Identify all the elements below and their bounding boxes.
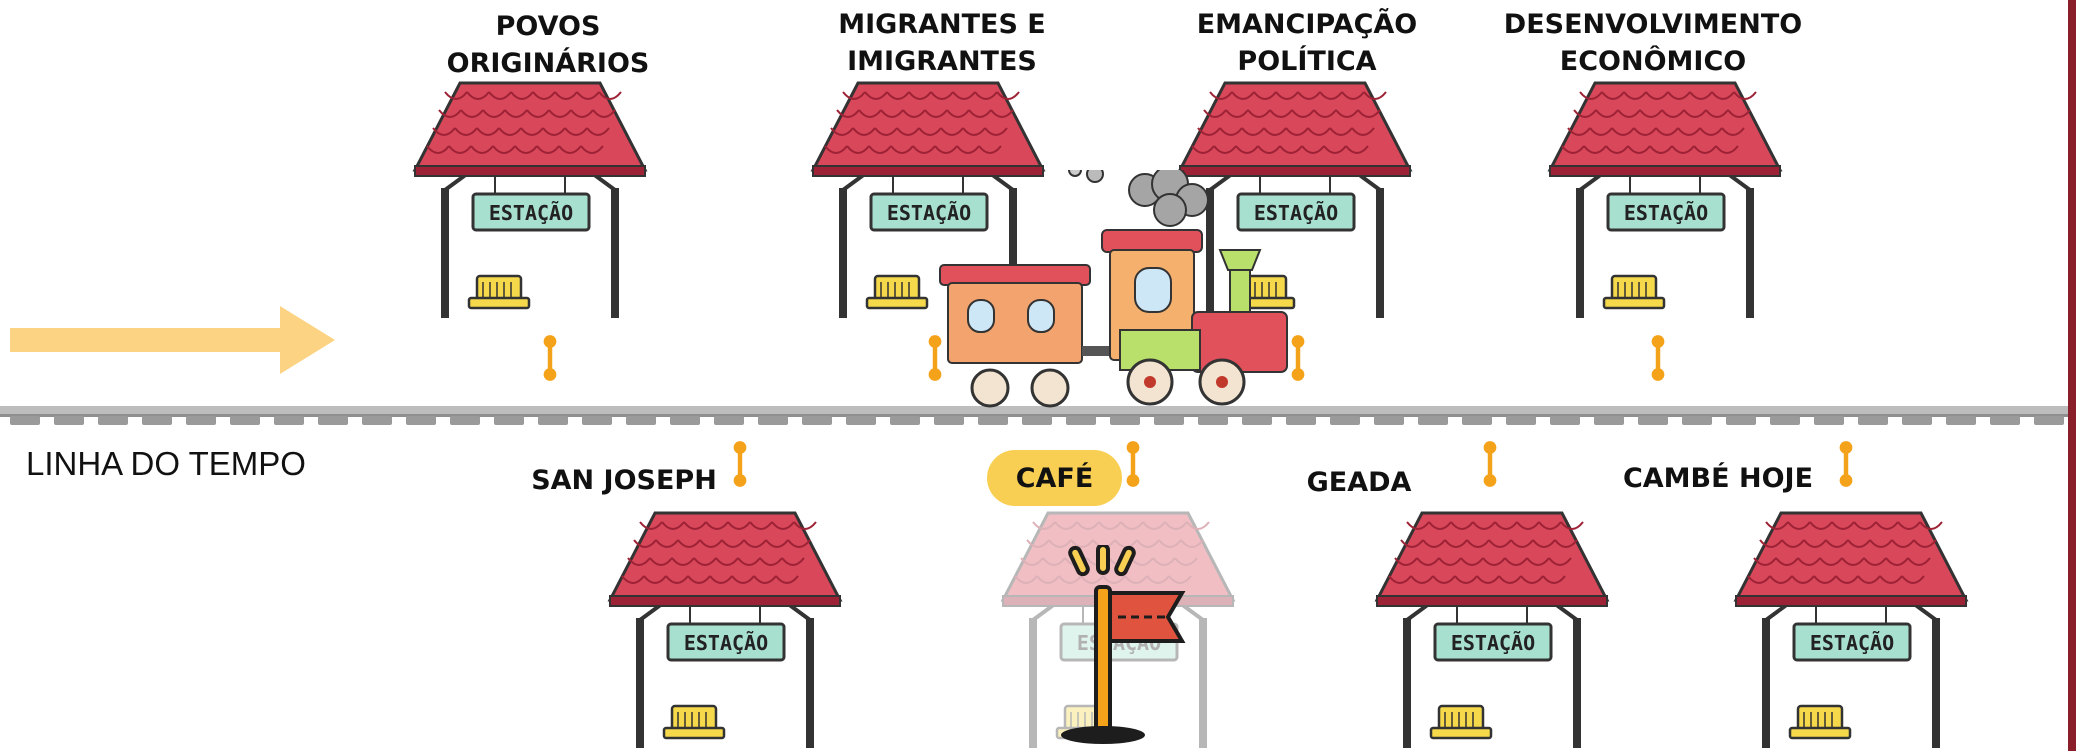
station-sign-label: ESTAÇÃO [684, 631, 768, 655]
connector-top-1 [543, 335, 557, 381]
station-sign-label: ESTAÇÃO [887, 201, 971, 225]
connector-top-4 [1651, 335, 1665, 381]
train-icon [939, 170, 1288, 408]
right-edge-bar [2068, 0, 2076, 751]
connector-top-3 [1291, 335, 1305, 381]
station-title-geada: GEADA [1306, 467, 1412, 498]
station-sign-label: ESTAÇÃO [1254, 201, 1338, 225]
station-sign-label: ESTAÇÃO [1451, 631, 1535, 655]
station-title-migrantes: MIGRANTES E IMIGRANTES [838, 9, 1046, 77]
station-title-san-joseph: SAN JOSEPH [531, 465, 717, 496]
flag-icon [1061, 545, 1186, 744]
station-title-desenvolvimento: DESENVOLVIMENTO ECONÔMICO [1503, 9, 1803, 77]
connector-bottom-4 [1839, 441, 1853, 487]
station-title-cambe-hoje: CAMBÉ HOJE [1622, 463, 1814, 494]
connector-bottom-2 [1126, 441, 1140, 487]
timeline-label: LINHA DO TEMPO [26, 445, 306, 482]
bench-icon [865, 274, 929, 310]
bench-icon [662, 704, 726, 740]
station-migrantes-imigrantes[interactable]: ESTAÇÃO [803, 78, 1053, 338]
bench-icon [467, 274, 531, 310]
station-title-cafe: CAFÉ [987, 450, 1122, 506]
arrow-right-icon [10, 306, 335, 374]
station-geada[interactable]: ESTAÇÃO [1367, 508, 1617, 751]
station-title-povos: POVOS ORIGINÁRIOS [446, 11, 650, 79]
station-sign-label: ESTAÇÃO [1810, 631, 1894, 655]
station-cambe-hoje[interactable]: ESTAÇÃO [1726, 508, 1976, 751]
connector-bottom-1 [733, 441, 747, 487]
station-desenvolvimento-economico[interactable]: ESTAÇÃO [1540, 78, 1790, 338]
station-san-joseph[interactable]: ESTAÇÃO [600, 508, 850, 751]
station-sign-label: ESTAÇÃO [1624, 201, 1708, 225]
connector-bottom-3 [1483, 441, 1497, 487]
bench-icon [1602, 274, 1666, 310]
railway-track [0, 406, 2068, 425]
bench-icon [1429, 704, 1493, 740]
station-povos-originarios[interactable]: ESTAÇÃO [405, 78, 655, 338]
connector-top-2 [928, 335, 942, 381]
station-sign-label: ESTAÇÃO [489, 201, 573, 225]
bench-icon [1788, 704, 1852, 740]
station-title-emancipacao: EMANCIPAÇÃO POLÍTICA [1196, 9, 1418, 77]
